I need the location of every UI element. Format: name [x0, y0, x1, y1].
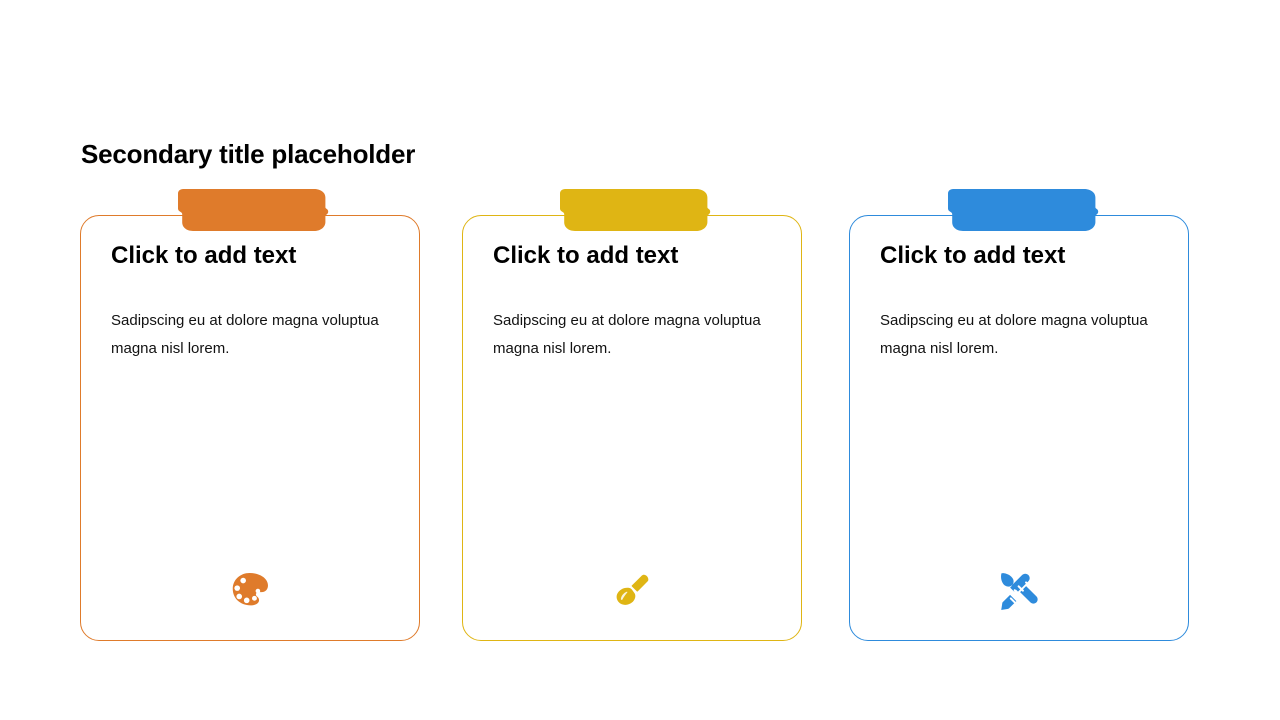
card-blue-body: Click to add text Sadipscing eu at dolor… — [850, 216, 1188, 640]
brush-and-pencil-icon — [988, 560, 1050, 622]
card-blue[interactable]: Click to add text Sadipscing eu at dolor… — [849, 215, 1189, 641]
card-yellow-text[interactable]: Sadipscing eu at dolore magna voluptua m… — [493, 311, 761, 357]
card-orange-heading[interactable]: Click to add text — [111, 242, 297, 269]
palette-icon — [219, 560, 281, 622]
card-yellow[interactable]: Click to add text Sadipscing eu at dolor… — [462, 215, 802, 641]
paintbrush-icon — [601, 560, 663, 622]
card-yellow-body: Click to add text Sadipscing eu at dolor… — [463, 216, 801, 640]
card-orange[interactable]: Click to add text Sadipscing eu at dolor… — [80, 215, 420, 641]
card-orange-text[interactable]: Sadipscing eu at dolore magna voluptua m… — [111, 311, 379, 357]
card-orange-body: Click to add text Sadipscing eu at dolor… — [81, 216, 419, 640]
card-yellow-heading[interactable]: Click to add text — [493, 242, 679, 269]
card-blue-text[interactable]: Sadipscing eu at dolore magna voluptua m… — [880, 311, 1148, 357]
card-blue-heading[interactable]: Click to add text — [880, 242, 1066, 269]
card-row: Click to add text Sadipscing eu at dolor… — [80, 189, 1210, 641]
page-title[interactable]: Secondary title placeholder — [81, 139, 416, 169]
